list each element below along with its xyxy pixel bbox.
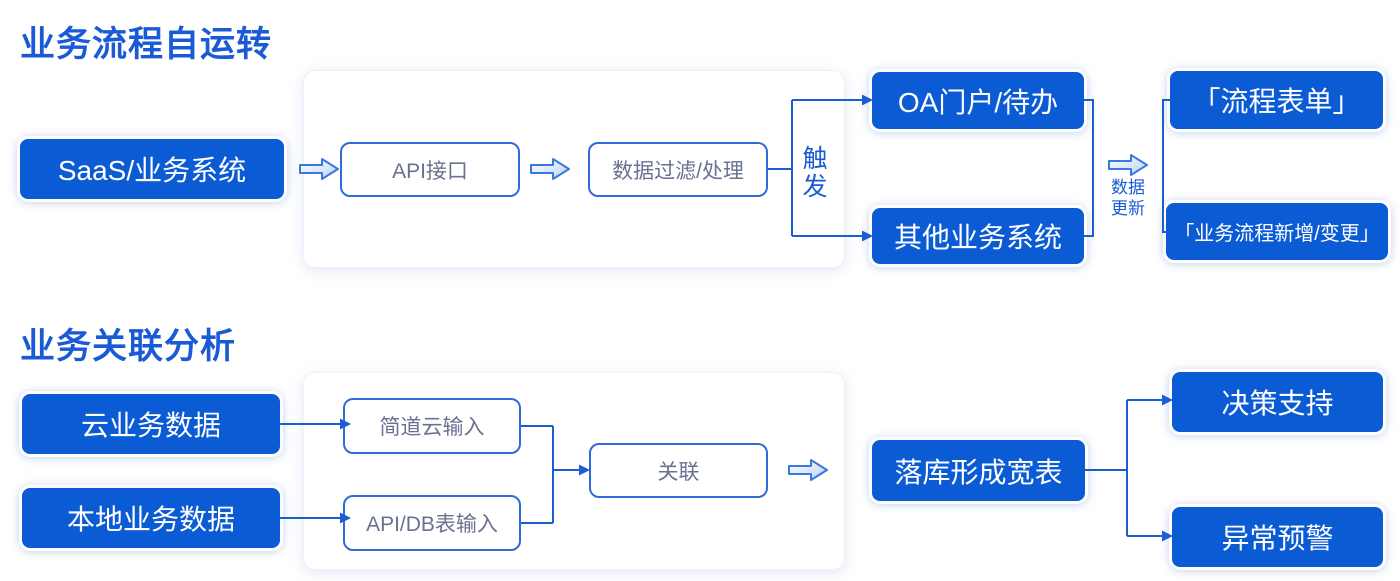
node-process-change: 「业务流程新增/变更」 [1166, 203, 1388, 260]
node-saas-system: SaaS/业务系统 [20, 139, 284, 199]
node-other-systems: 其他业务系统 [872, 208, 1084, 264]
node-process-form: 「流程表单」 [1170, 71, 1383, 129]
node-oa-portal: OA门户/待办 [872, 72, 1084, 129]
node-jdy-input: 简道云输入 [343, 398, 521, 454]
flow-section-title: 业务流程自运转 [20, 25, 273, 64]
data-update-label: 数据更新 [1111, 178, 1145, 218]
node-apidb-input: API/DB表输入 [343, 495, 521, 551]
node-join: 关联 [589, 443, 768, 498]
node-decision-support: 决策支持 [1172, 372, 1383, 432]
node-cloud-data: 云业务数据 [22, 394, 280, 454]
analysis-section-title: 业务关联分析 [20, 327, 237, 366]
node-api-interface: API接口 [340, 142, 520, 197]
node-local-data: 本地业务数据 [22, 488, 280, 548]
bracket-oa-other-merge [1084, 99, 1094, 237]
node-wide-table: 落库形成宽表 [872, 440, 1085, 501]
trigger-label: 触发 [802, 145, 828, 201]
node-data-filter: 数据过滤/处理 [588, 142, 768, 197]
connector-wide-split [1085, 399, 1163, 537]
flow-arrow-data-update [1108, 154, 1148, 176]
node-alert-warning: 异常预警 [1172, 507, 1383, 567]
